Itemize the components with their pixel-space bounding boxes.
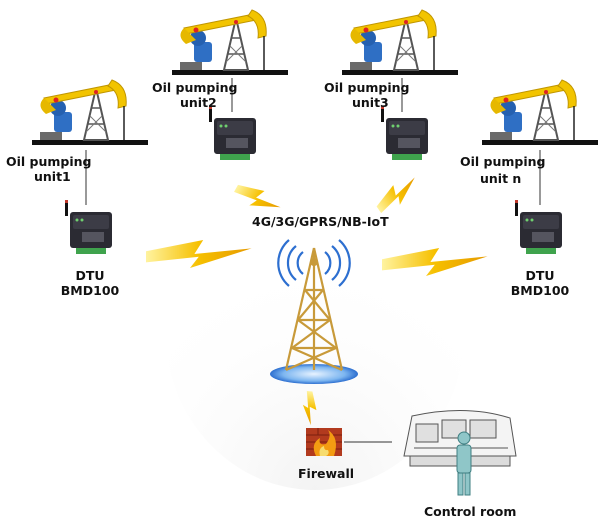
dtu-label: DTU BMD100 — [508, 268, 572, 298]
dtu-label: DTU BMD100 — [58, 268, 122, 298]
control-room-label: Control room — [424, 504, 517, 519]
firewall-label: Firewall — [298, 466, 355, 481]
pumpjack-icon — [171, 9, 289, 76]
dtu-label-line: DTU — [75, 268, 105, 283]
dtu-device-icon — [65, 200, 112, 254]
unit-label-line: Oil pumping — [460, 154, 546, 169]
unit-label: Oil pumping unit3 — [324, 80, 410, 110]
operator-figure-icon — [456, 431, 472, 496]
unit-label-line: unit2 — [180, 95, 217, 110]
pumpjack-icon — [341, 9, 459, 76]
signal-waves-icon — [277, 239, 351, 287]
unit-label: Oil pumping unit n — [460, 154, 546, 186]
unit-label-line: unit3 — [352, 95, 389, 110]
unit-label-line: unit1 — [34, 169, 71, 184]
dtu-device-icon — [515, 200, 562, 254]
unit-label: Oil pumping unit2 — [152, 80, 238, 110]
pumpjack-icon — [31, 79, 149, 146]
unit-label-line: Oil pumping — [6, 154, 92, 169]
firewall-icon — [306, 428, 342, 456]
dtu-device-icon — [209, 106, 256, 160]
unit-label-line: unit n — [480, 171, 522, 186]
cell-tower-icon — [284, 247, 344, 372]
dtu-label-line: BMD100 — [60, 283, 120, 298]
dtu-label-line: BMD100 — [510, 283, 570, 298]
pumpjack-icon — [481, 79, 599, 146]
unit-label-line: Oil pumping — [324, 80, 410, 95]
unit-label: Oil pumping unit1 — [6, 154, 92, 184]
dtu-device-icon — [381, 106, 428, 160]
dtu-label-line: DTU — [525, 268, 555, 283]
tower-top — [310, 258, 318, 266]
tower-base — [270, 364, 358, 384]
unit-label-line: Oil pumping — [152, 80, 238, 95]
network-label: 4G/3G/GPRS/NB-IoT — [252, 214, 389, 229]
